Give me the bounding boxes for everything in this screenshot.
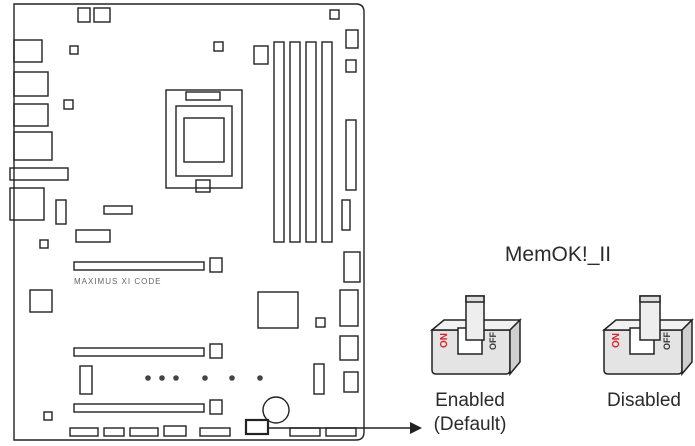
dimm-slot xyxy=(273,41,285,243)
diagram-title: MemOK!_II xyxy=(504,243,612,266)
arrow-head-icon xyxy=(410,422,422,434)
on-mark: ON xyxy=(611,333,622,348)
dimm-slot xyxy=(289,41,301,243)
io-block xyxy=(9,167,69,181)
io-block xyxy=(13,103,49,127)
board-silkscreen: MAXIMUS XI CODE xyxy=(74,277,161,286)
chipset xyxy=(257,291,299,329)
option-enabled-note: (Default) xyxy=(433,414,507,435)
cpu-socket xyxy=(165,89,243,189)
pcie-slot xyxy=(73,403,205,413)
io-block xyxy=(9,187,45,221)
pcie-slot xyxy=(73,347,205,357)
io-block xyxy=(13,39,43,63)
off-mark: OFF xyxy=(488,332,498,350)
io-block xyxy=(13,71,49,97)
dimm-slot xyxy=(321,41,333,243)
pcie-slot xyxy=(73,261,205,271)
on-mark: ON xyxy=(439,333,450,348)
option-enabled-label: Enabled xyxy=(435,390,505,411)
option-disabled-label: Disabled xyxy=(607,390,681,411)
io-block xyxy=(13,131,53,161)
off-mark: OFF xyxy=(662,332,672,350)
battery xyxy=(262,396,290,424)
switch-disabled xyxy=(601,295,694,377)
motherboard-outline xyxy=(13,3,365,441)
memok-switch-location xyxy=(244,418,270,436)
switch-enabled xyxy=(429,295,522,377)
dimm-slot xyxy=(305,41,317,243)
